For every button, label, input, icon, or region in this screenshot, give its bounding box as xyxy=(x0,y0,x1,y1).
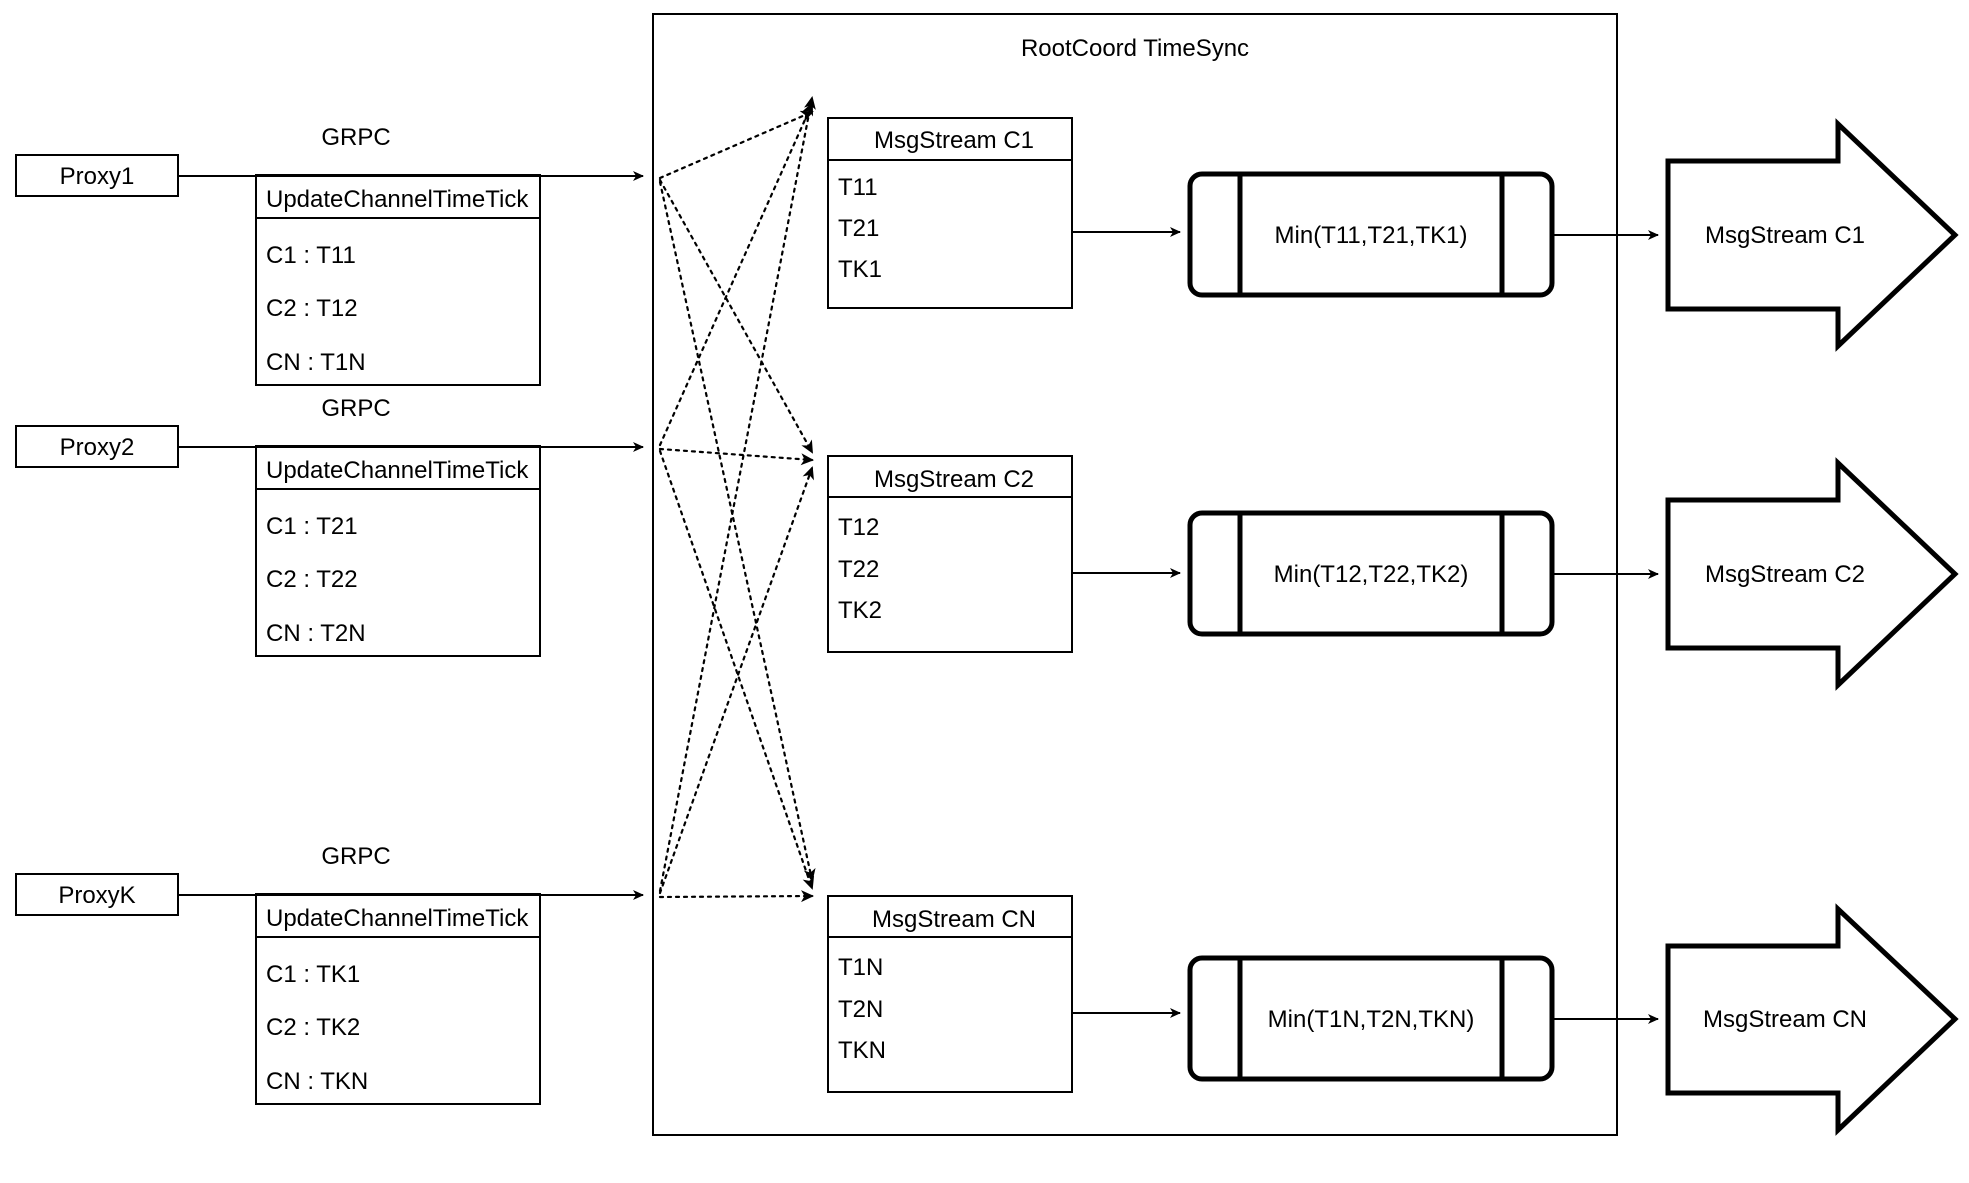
msgstream-row-2-1: T22 xyxy=(838,556,879,583)
proxy-label-2: Proxy2 xyxy=(60,434,135,461)
output-block-arrow-3 xyxy=(1665,903,1959,1136)
grpc-label-3: GRPC xyxy=(321,843,390,870)
grpc-label-1: GRPC xyxy=(321,124,390,151)
output-label-3: MsgStream CN xyxy=(1703,1006,1867,1033)
msgstream-box-3 xyxy=(827,895,1073,1093)
proxy-label-3: ProxyK xyxy=(58,882,135,909)
dotted-link-p1-c2 xyxy=(658,178,814,454)
msgstream-row-1-1: T21 xyxy=(838,215,879,242)
process-label-3: Min(T1N,T2N,TKN) xyxy=(1268,1006,1475,1033)
msgstream-header-3: MsgStream CN xyxy=(872,906,1036,933)
proxy-box-1[interactable] xyxy=(15,154,179,197)
request-row-2-2: CN : T2N xyxy=(266,620,366,647)
proxy-label-1: Proxy1 xyxy=(60,163,135,190)
msgstream-row-2-0: T12 xyxy=(838,514,879,541)
request-header-3: UpdateChannelTimeTick xyxy=(266,905,529,932)
msgstream-box-1 xyxy=(827,117,1073,309)
dotted-link-p1-cn xyxy=(658,180,816,882)
msgstream-header-1: MsgStream C1 xyxy=(874,127,1034,154)
dotted-link-p2-c2 xyxy=(658,447,814,466)
msgstream-row-3-2: TKN xyxy=(838,1037,886,1064)
output-label-2: MsgStream C2 xyxy=(1705,561,1865,588)
msgstream-row-3-0: T1N xyxy=(838,954,883,981)
process-label-1: Min(T11,T21,TK1) xyxy=(1275,222,1468,249)
request-header-2: UpdateChannelTimeTick xyxy=(266,457,529,484)
msgstream-row-3-1: T2N xyxy=(838,996,883,1023)
request-box-2 xyxy=(255,445,541,657)
output-label-1: MsgStream C1 xyxy=(1705,222,1865,249)
msgstream-box-2 xyxy=(827,455,1073,653)
request-row-3-1: C2 : TK2 xyxy=(266,1014,360,1041)
msgstream-header-2: MsgStream C2 xyxy=(874,466,1034,493)
request-row-2-1: C2 : T22 xyxy=(266,566,358,593)
request-row-1-2: CN : T1N xyxy=(266,349,366,376)
request-row-3-0: C1 : TK1 xyxy=(266,961,360,988)
dotted-link-pk-c1 xyxy=(658,96,816,893)
request-row-1-1: C2 : T12 xyxy=(266,295,358,322)
msgstream-row-1-0: T11 xyxy=(838,174,878,201)
request-header-1: UpdateChannelTimeTick xyxy=(266,186,529,213)
dotted-link-p2-cn xyxy=(658,449,815,890)
msgstream-row-1-2: TK1 xyxy=(838,256,882,283)
msgstream-row-2-2: TK2 xyxy=(838,597,882,624)
proxy-box-2[interactable] xyxy=(15,425,179,468)
output-block-arrow-1 xyxy=(1665,118,1959,352)
proxy-box-3[interactable] xyxy=(15,873,179,916)
process-label-2: Min(T12,T22,TK2) xyxy=(1274,561,1469,588)
dotted-link-p2-c1 xyxy=(658,102,814,447)
request-box-3 xyxy=(255,893,541,1105)
request-row-2-0: C1 : T21 xyxy=(266,513,358,540)
dotted-link-pk-c2 xyxy=(658,466,814,895)
request-row-3-2: CN : TKN xyxy=(266,1068,368,1095)
dotted-link-p1-c1 xyxy=(658,110,814,180)
output-block-arrow-2 xyxy=(1665,457,1959,691)
grpc-label-2: GRPC xyxy=(321,395,390,422)
container-title: RootCoord TimeSync xyxy=(1021,35,1249,62)
request-row-1-0: C1 : T11 xyxy=(266,242,356,269)
dotted-link-pk-cn xyxy=(658,890,814,903)
